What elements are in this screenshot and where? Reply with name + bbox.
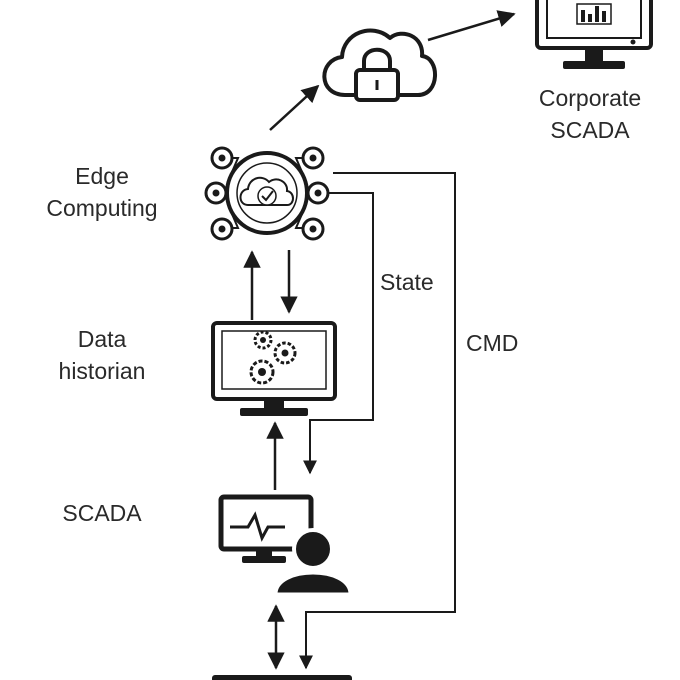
data-historian-label-line1: Data [77, 326, 127, 352]
data-historian-label-line2: historian [58, 358, 146, 384]
monitor-gears-icon [211, 321, 337, 416]
corporate-scada-label-line2: SCADA [550, 117, 630, 143]
edge-computing-label: Edge Computing [22, 160, 182, 224]
corporate-scada-label: Corporate SCADA [520, 82, 660, 146]
state-connector [303, 192, 374, 475]
corporate-scada-label-line1: Corporate [538, 85, 642, 111]
data-historian-label: Data historian [22, 323, 182, 387]
edge-computing-label-line2: Computing [46, 195, 158, 221]
edge-computing-hub-icon [204, 146, 330, 241]
cmd-label: CMD [466, 330, 519, 356]
device-icon [212, 675, 352, 680]
cloud-lock-icon [322, 28, 437, 102]
cmd-connector [299, 172, 456, 670]
scada-label: SCADA [62, 500, 142, 526]
state-label: State [380, 269, 434, 295]
monitor-operator-icon [218, 494, 352, 596]
corporate-monitor-icon [535, 0, 653, 69]
arrow-cloud-to-corporate [427, 10, 516, 42]
edge-computing-label-line1: Edge [75, 163, 129, 189]
arrow-edge-to-cloud [269, 84, 320, 131]
